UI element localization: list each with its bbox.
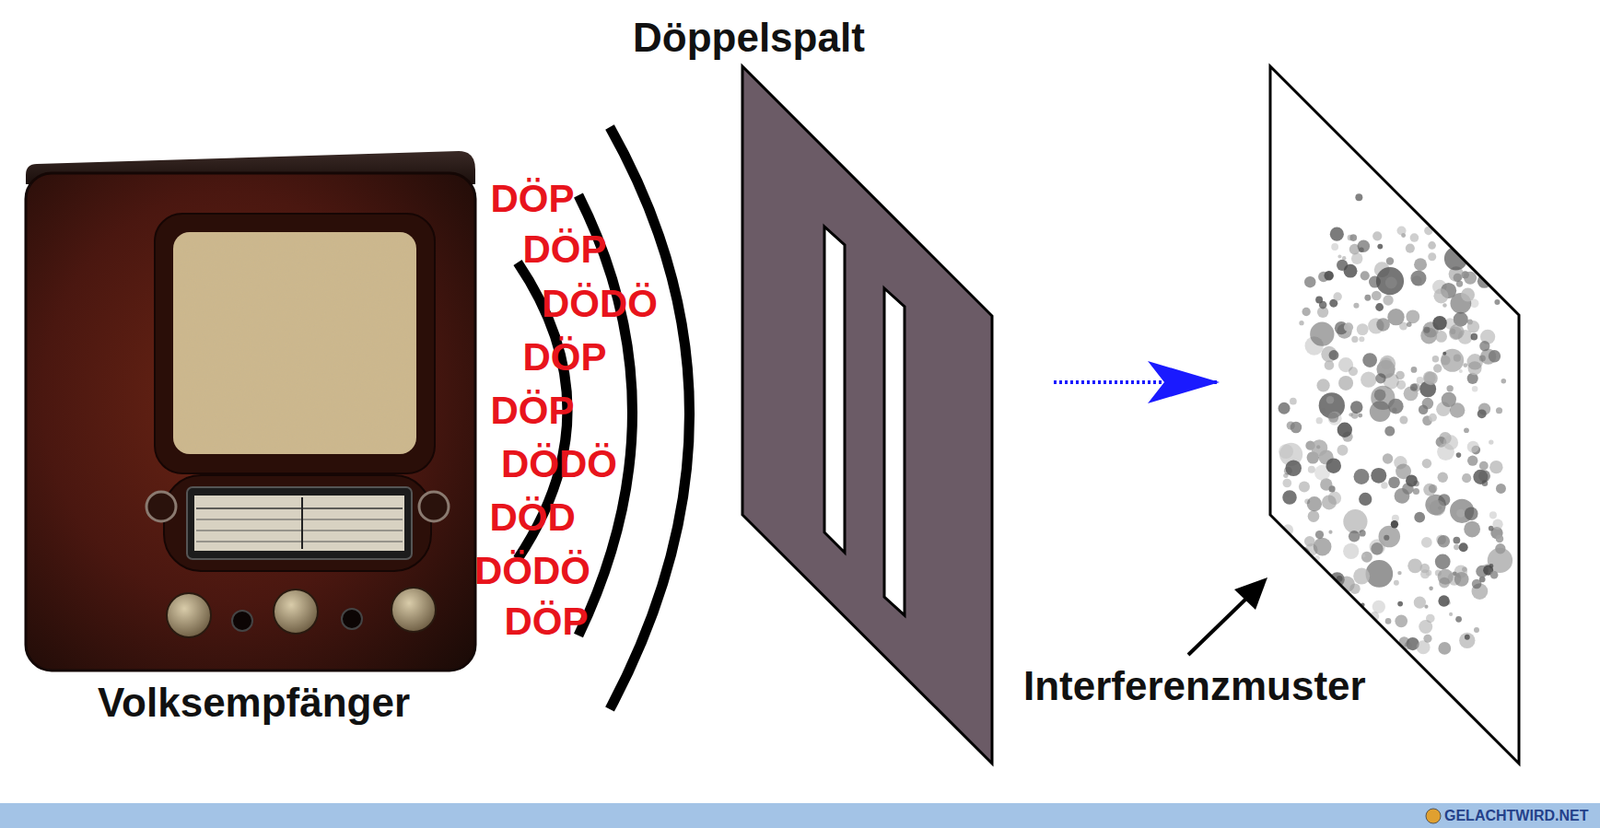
radio-box: Volksempfänger [25, 147, 487, 673]
sound-word: DÖDÖ [541, 281, 658, 327]
logo-icon [1425, 808, 1441, 824]
sound-word: DÖP [523, 227, 608, 272]
sound-word: DÖP [490, 176, 575, 222]
sound-word: DÖP [523, 335, 608, 380]
slit-opening [884, 288, 905, 616]
flow-arrow [1053, 380, 1220, 385]
interference-blots [1274, 193, 1513, 655]
node-title: Döppelspalt [632, 14, 865, 61]
watermark: GELACHTWIRD.NET [1444, 807, 1589, 825]
leader-arrow [1188, 577, 1268, 655]
footer-bar [0, 803, 1600, 828]
sound-word: DÖP [504, 599, 589, 644]
sound-word: DÖDÖ [501, 442, 618, 487]
sound-word: DÖP [490, 388, 575, 433]
node-title: Volksempfänger [97, 679, 410, 726]
sound-word: DÖDÖ [474, 548, 591, 594]
sound-word: DÖD [490, 495, 576, 540]
slit-opening [824, 226, 845, 553]
node-outline [742, 66, 993, 764]
node-outline [25, 147, 487, 673]
radio-illustration [25, 151, 476, 671]
node-outline [1270, 66, 1519, 764]
slit-plate [742, 66, 993, 764]
double-slit-panel: Döppelspalt [742, 66, 993, 764]
node-title: Interferenzmuster [1023, 663, 1367, 710]
detector-screen: Interferenzmuster [1270, 66, 1519, 764]
